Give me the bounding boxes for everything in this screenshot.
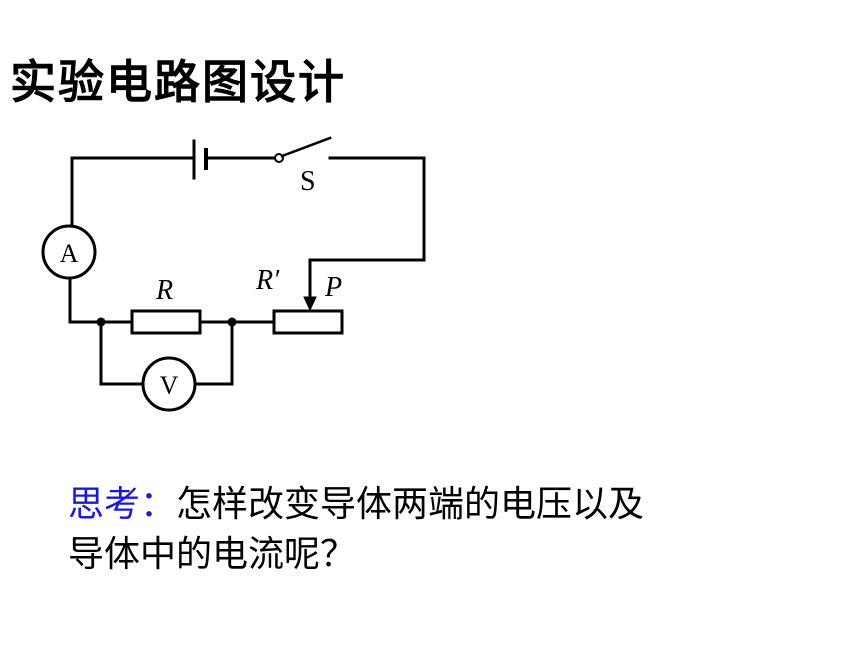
question-prefix: 思考： [68, 484, 177, 525]
rheostat [272, 309, 344, 335]
junction-right [227, 317, 237, 327]
wire-left-lower [68, 276, 134, 324]
voltmeter [141, 356, 197, 412]
question-line-2: 导体中的电流呢？ [68, 534, 357, 575]
junction-left [96, 317, 106, 327]
slider-label: P [324, 272, 342, 303]
voltmeter-label: V [160, 371, 179, 400]
slide-title: 实验电路图设计 [10, 55, 346, 109]
ammeter-label: A [60, 239, 79, 268]
question-line-1: 思考：怎样改变导体两端的电压以及 [68, 480, 644, 530]
switch-label: S [300, 166, 316, 197]
resistor-label: R [155, 275, 173, 306]
question-body-1: 怎样改变导体两端的电压以及 [176, 484, 645, 525]
wire-voltmeter-branch [99, 320, 234, 386]
rheostat-label: R′ [255, 265, 280, 296]
wire-top-right [308, 156, 426, 307]
switch-blade [280, 136, 332, 158]
resistor-r [130, 309, 202, 335]
slider-arrow [303, 296, 317, 312]
question-text: 思考：怎样改变导体两端的电压以及 导体中的电流呢？ [68, 480, 644, 580]
